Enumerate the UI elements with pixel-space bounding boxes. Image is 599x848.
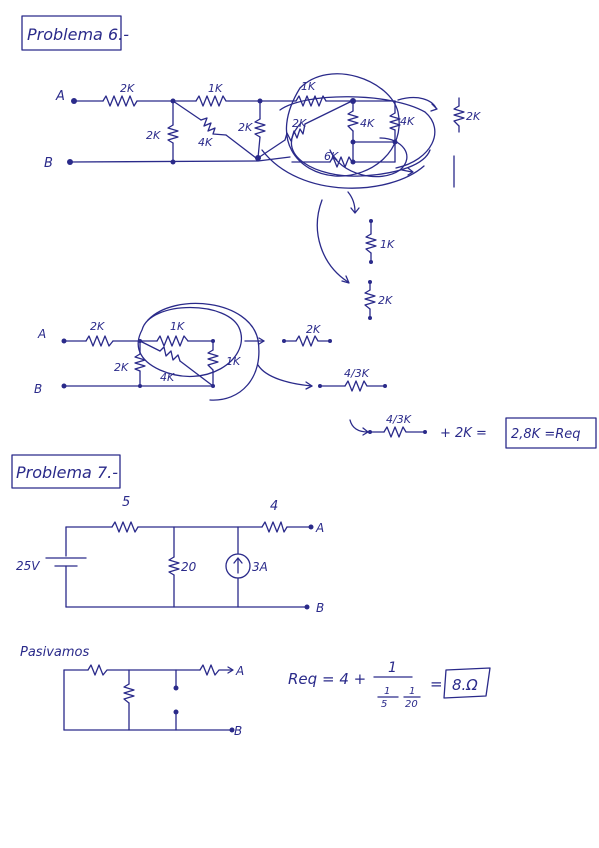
svg-text:1: 1 [409, 686, 415, 697]
svg-text:2K: 2K [238, 121, 253, 134]
step-resistors [364, 219, 377, 320]
resistor-4k-diag [200, 117, 227, 136]
svg-text:1: 1 [388, 660, 397, 676]
svg-text:Pasivamos: Pasivamos [20, 645, 89, 660]
svg-text:2K: 2K [90, 320, 105, 333]
circuit2-loops [61, 302, 313, 401]
svg-text:6K: 6K [324, 150, 339, 163]
svg-text:4/3K: 4/3K [386, 413, 412, 426]
svg-text:5: 5 [381, 699, 387, 710]
svg-text:1K: 1K [170, 320, 185, 333]
result-box-6 [505, 417, 597, 449]
terminal-a-dot [71, 98, 77, 104]
svg-text:20: 20 [405, 699, 418, 710]
resistor-2k-inner [284, 123, 306, 142]
svg-text:+ 2K =: + 2K = [440, 426, 487, 441]
svg-text:3A: 3A [252, 560, 268, 574]
problem6-title-box [21, 15, 122, 51]
svg-text:B: B [316, 601, 324, 615]
svg-text:2K: 2K [146, 129, 161, 142]
svg-text:1K: 1K [208, 82, 223, 95]
resistor-1k-loop [295, 95, 327, 107]
svg-text:2K: 2K [306, 323, 321, 336]
result-box-7 [443, 667, 491, 699]
circuit2-equivalents [282, 335, 387, 392]
circuit2-resistors [85, 335, 219, 372]
svg-text:1: 1 [384, 686, 390, 697]
circuit3-wires [45, 526, 310, 608]
node-a-label: A [55, 89, 65, 104]
resistor-2k-shunt-left [167, 124, 179, 144]
circuit3-resistors [111, 521, 314, 610]
svg-text:4: 4 [270, 499, 278, 514]
problem7-title-box [11, 454, 121, 489]
final-equation [349, 417, 597, 449]
svg-text:2K: 2K [466, 110, 481, 123]
svg-text:4K: 4K [360, 117, 375, 130]
svg-text:1K: 1K [380, 238, 395, 251]
circuit4 [63, 664, 235, 733]
svg-text:2,8K =Req: 2,8K =Req [511, 427, 581, 442]
svg-text:2K: 2K [378, 294, 393, 307]
problem7-title: Problema 7.- [16, 463, 118, 482]
resistor-2k-series [102, 95, 138, 107]
resistor-4k-v1 [347, 110, 359, 132]
svg-text:A: A [235, 664, 244, 678]
resistor-4 [261, 521, 288, 533]
svg-text:25V: 25V [16, 559, 40, 573]
svg-text:A: A [37, 327, 46, 341]
circuit1-wires [69, 100, 396, 163]
svg-text:5: 5 [122, 495, 130, 510]
circuit1-nodes [67, 98, 398, 165]
resistor-4k-v2 [389, 112, 401, 131]
resistor-2k-shunt-mid [254, 118, 266, 138]
svg-text:1K: 1K [301, 80, 316, 93]
svg-text:=: = [430, 675, 443, 693]
svg-text:A: A [315, 521, 324, 535]
svg-text:Req: Req [288, 670, 317, 688]
resistor-1k-top [195, 95, 230, 107]
svg-text:2K: 2K [292, 117, 307, 130]
svg-text:2K: 2K [120, 82, 135, 95]
svg-text:4K: 4K [160, 371, 175, 384]
svg-text:B: B [34, 382, 42, 396]
svg-text:4/3K: 4/3K [344, 367, 370, 380]
resistor-5 [111, 521, 139, 533]
req-formula [373, 667, 491, 699]
side-resistor-2k [453, 97, 465, 188]
circuit1-loops [261, 73, 438, 284]
node-b-label: B [44, 156, 53, 171]
current-source [225, 553, 251, 579]
problem6-title: Problema 6.- [27, 25, 129, 44]
svg-text:= 4 +: = 4 + [322, 670, 366, 688]
resistor-20 [168, 556, 180, 576]
svg-text:1K: 1K [226, 355, 241, 368]
svg-text:20: 20 [181, 560, 197, 574]
svg-text:8.Ω: 8.Ω [452, 676, 478, 694]
terminal-b-dot [67, 159, 73, 165]
svg-text:B: B [234, 724, 242, 738]
svg-text:4K: 4K [198, 136, 213, 149]
svg-text:4K: 4K [400, 115, 415, 128]
svg-text:2K: 2K [114, 361, 129, 374]
labels: A B 2K 1K 1K 2K 4K 2K 2K 4K 4K 6K 2K 1K … [16, 80, 581, 738]
